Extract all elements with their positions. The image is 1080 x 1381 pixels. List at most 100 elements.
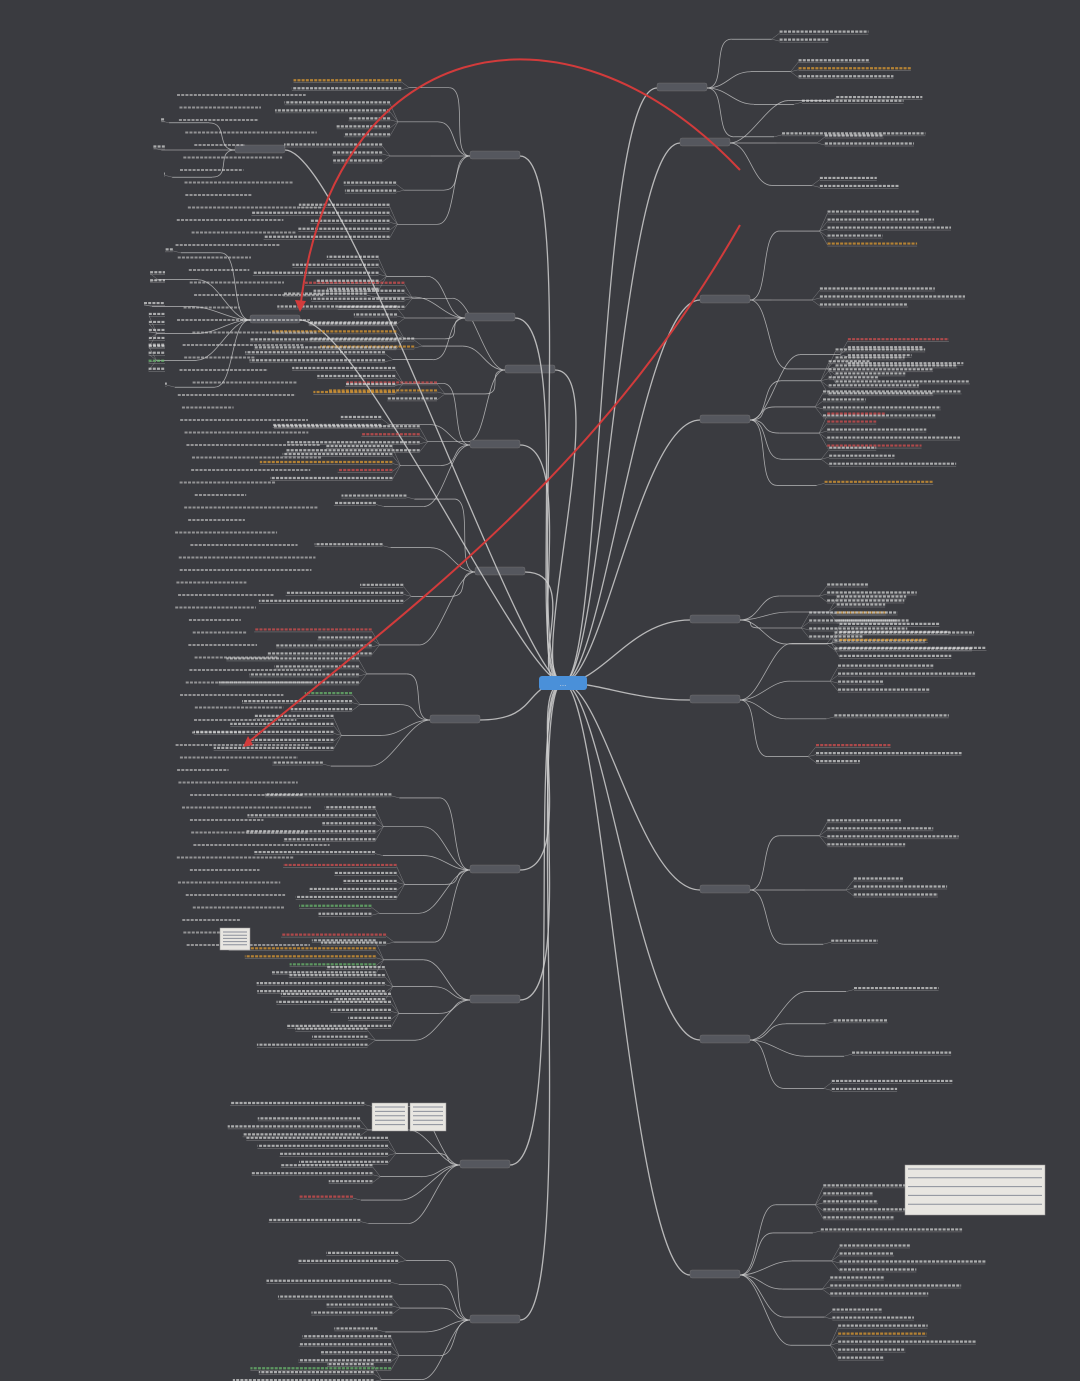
leaf-connector bbox=[844, 1054, 852, 1056]
leaf-connector bbox=[820, 213, 828, 231]
leaf-connector bbox=[829, 606, 837, 612]
inset-image bbox=[220, 928, 250, 950]
sub-branch-connector bbox=[416, 1000, 470, 1040]
leaf-connector bbox=[406, 497, 414, 499]
leaf-connector bbox=[392, 465, 400, 471]
branch-connector bbox=[285, 150, 563, 683]
leaf-connector bbox=[382, 156, 390, 162]
sub-branch-connector bbox=[750, 381, 781, 420]
branch-node[interactable] bbox=[690, 615, 740, 623]
leaf-connector bbox=[390, 224, 398, 238]
branch-node[interactable] bbox=[700, 1035, 750, 1043]
branch-node[interactable] bbox=[465, 313, 515, 321]
leaf-connector bbox=[828, 351, 836, 369]
leaf-connector bbox=[375, 827, 383, 833]
branch-node[interactable] bbox=[700, 885, 750, 893]
branch-node[interactable] bbox=[470, 151, 520, 159]
leaf-connector bbox=[821, 459, 829, 465]
sub-branch-connector bbox=[449, 88, 470, 156]
leaf-connector bbox=[386, 942, 394, 944]
leaf-connector bbox=[819, 822, 827, 836]
leaf-connector bbox=[390, 122, 398, 136]
branch-node[interactable] bbox=[690, 695, 740, 703]
sub-branch-connector bbox=[740, 1233, 773, 1275]
leaf-connector bbox=[828, 369, 836, 383]
leaf-connector bbox=[167, 385, 175, 387]
leaf-connector bbox=[822, 1289, 830, 1295]
sub-branch-connector bbox=[740, 596, 779, 620]
branch-connector bbox=[563, 143, 680, 683]
sub-branch-connector bbox=[750, 420, 781, 459]
branch-node[interactable] bbox=[460, 1160, 510, 1168]
branch-node[interactable] bbox=[235, 145, 285, 153]
leaf-connector bbox=[437, 394, 445, 400]
leaf-connector bbox=[379, 258, 387, 276]
leaf-connector bbox=[404, 284, 412, 298]
branch-node[interactable] bbox=[470, 440, 520, 448]
sub-branch-connector bbox=[436, 1153, 460, 1165]
leaf-connector bbox=[388, 1139, 396, 1153]
leaf-connector bbox=[812, 179, 820, 185]
leaf-connector bbox=[392, 1308, 400, 1314]
leaf-connector bbox=[364, 1104, 372, 1106]
leaf-connector bbox=[376, 960, 384, 966]
leaf-connector bbox=[794, 102, 802, 104]
relation-arrows bbox=[243, 59, 740, 747]
leaf-connector bbox=[391, 995, 399, 1013]
sub-branch-connector bbox=[212, 150, 235, 177]
branch-connector bbox=[525, 572, 563, 683]
sub-branch-connector bbox=[438, 122, 470, 156]
leaf-connector bbox=[392, 465, 400, 479]
leaf-connector bbox=[385, 987, 393, 993]
leaf-connector bbox=[819, 433, 827, 439]
sub-branch-connector bbox=[485, 370, 505, 394]
branch-node[interactable] bbox=[700, 415, 750, 423]
branch-node[interactable] bbox=[505, 365, 555, 373]
leaf-connector bbox=[374, 1374, 382, 1380]
branch-node[interactable] bbox=[680, 138, 730, 146]
leaf-connector bbox=[323, 764, 331, 766]
branch-node[interactable] bbox=[470, 1315, 520, 1323]
leaf-connector bbox=[824, 1082, 832, 1088]
leaf-connector bbox=[360, 1222, 368, 1224]
leaf-connector bbox=[391, 1013, 399, 1019]
sub-branch-connector bbox=[740, 620, 761, 628]
leaf-connector bbox=[817, 137, 825, 143]
leaf-connector bbox=[353, 1198, 361, 1200]
leaf-connector bbox=[333, 735, 341, 741]
leaf-connector bbox=[173, 251, 181, 253]
branch-connector bbox=[563, 683, 690, 1275]
leaf-connector bbox=[396, 190, 404, 192]
sub-branch-connector bbox=[468, 370, 505, 442]
leaf-connector bbox=[830, 675, 838, 681]
sub-branch-connector bbox=[445, 870, 470, 884]
leaf-connector bbox=[772, 39, 780, 41]
leaf-connector bbox=[801, 614, 809, 628]
branch-node[interactable] bbox=[470, 995, 520, 1003]
sub-branch-connector bbox=[740, 1275, 784, 1317]
branch-node[interactable] bbox=[470, 865, 520, 873]
branch-node[interactable] bbox=[657, 83, 707, 91]
sub-branch-connector bbox=[400, 705, 430, 720]
sub-branch-connector bbox=[750, 992, 806, 1040]
leaf-connector bbox=[420, 436, 428, 442]
sub-branch-connector bbox=[433, 987, 470, 1000]
sub-branch-connector bbox=[419, 870, 470, 913]
leaf-connector bbox=[396, 325, 404, 339]
branch-node[interactable] bbox=[430, 715, 480, 723]
branch-connector bbox=[553, 370, 576, 683]
leaf-connector bbox=[824, 1088, 832, 1090]
leaf-connector bbox=[414, 340, 422, 346]
leaf-connector bbox=[397, 866, 405, 884]
branch-node[interactable] bbox=[700, 295, 750, 303]
branch-node[interactable] bbox=[690, 1270, 740, 1278]
leaf-connector bbox=[397, 884, 405, 898]
branch-connector bbox=[520, 683, 563, 1000]
leaf-connector bbox=[846, 890, 854, 896]
leaf-connector bbox=[846, 990, 854, 992]
sub-branch-connector bbox=[750, 420, 779, 433]
leaf-connector bbox=[815, 1187, 823, 1205]
relation-arrow bbox=[300, 59, 740, 310]
leaf-connector bbox=[372, 1177, 380, 1183]
